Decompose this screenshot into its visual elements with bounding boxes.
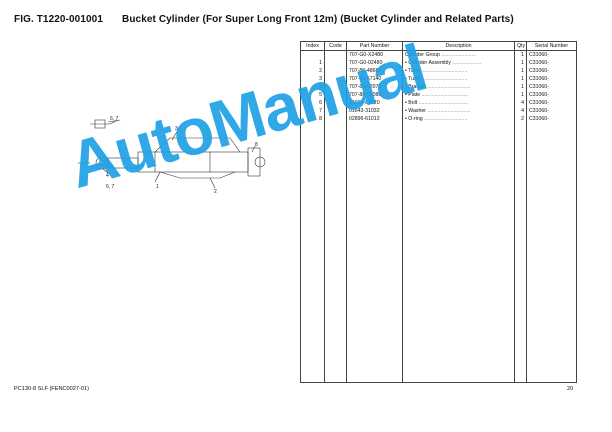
cell-serial: C31060- xyxy=(526,50,577,59)
cell-serial: C31060- xyxy=(526,59,577,67)
table-row: 2 707-86-48680 • Tube ..................… xyxy=(300,67,577,75)
table-row: 3 707-86-57140 • Tube ..................… xyxy=(300,75,577,83)
parts-diagram: 6, 7 3 8 5 4 6, 7 1 2 xyxy=(78,116,266,195)
footer-model: PC130-8 SLF (FENC0027-01) xyxy=(14,386,89,392)
cell-qty: 1 xyxy=(514,59,527,67)
cell-qty: 4 xyxy=(514,99,527,107)
leader-dots: .............................. xyxy=(427,84,471,90)
table-row: 6 01010-81020 • Bolt ...................… xyxy=(300,99,577,107)
table-header-row: Index Code Part Number Description Qty S… xyxy=(300,41,577,51)
callout-1: 1 xyxy=(156,184,159,190)
table-row: 1 707-G0-02480 • Cylinder Assembly .....… xyxy=(300,59,577,67)
cell-serial: C31060- xyxy=(526,83,577,91)
page-title: FIG. T1220-001001 Bucket Cylinder (For Su… xyxy=(14,14,514,25)
table-filler-row xyxy=(300,123,577,383)
cell-qty: 1 xyxy=(514,83,527,91)
callout-8: 8 xyxy=(255,142,258,148)
cell-qty: 1 xyxy=(514,67,527,75)
description-text: • Tube xyxy=(405,76,420,82)
leader-dots: ................................ xyxy=(421,92,468,98)
table-row: 8 02896-61012 • O-ring .................… xyxy=(300,115,577,123)
page-number: 20 xyxy=(567,386,574,392)
tube-lower xyxy=(159,171,236,179)
callout-5: 5 xyxy=(110,164,113,170)
leader-dots: .............................. xyxy=(424,116,468,122)
leader-dots: ........................ xyxy=(441,52,476,58)
leader-dots: .............................. xyxy=(427,108,471,114)
cell-description: • Washer .............................. xyxy=(402,107,515,115)
description-text: • Bracket xyxy=(405,84,426,90)
cell-serial: C31060- xyxy=(526,75,577,83)
cell-description: • O-ring .............................. xyxy=(402,115,515,123)
leader-dots: .................... xyxy=(452,60,482,66)
callout-6-7-top: 6, 7 xyxy=(110,116,119,122)
parts-table: Index Code Part Number Description Qty S… xyxy=(300,41,577,383)
callout-4: 4 xyxy=(106,173,109,179)
col-header-index: Index xyxy=(300,41,325,51)
table-row: 5 707-88-02080 • Plate .................… xyxy=(300,91,577,99)
figure-title: Bucket Cylinder (For Super Long Front 12… xyxy=(122,14,514,25)
col-header-serial-number: Serial Number xyxy=(526,41,577,51)
description-text: • Plate xyxy=(405,92,421,98)
leader-dots: ................................ xyxy=(421,68,468,74)
cell-qty: 1 xyxy=(514,50,527,59)
cell-serial: C31060- xyxy=(526,91,577,99)
tube-upper xyxy=(154,137,241,153)
cell-serial: C31060- xyxy=(526,67,577,75)
figure-number: FIG. T1220-001001 xyxy=(14,14,103,25)
table-row: 7 01643-31032 • Washer .................… xyxy=(300,107,577,115)
cell-serial: C31060- xyxy=(526,115,577,123)
description-text: • O-ring xyxy=(405,116,423,122)
cell-qty: 2 xyxy=(514,115,527,123)
cell-qty: 1 xyxy=(514,91,527,99)
table-row: 4 707-88-02070 • Bracket ...............… xyxy=(300,83,577,91)
callout-2: 2 xyxy=(214,189,217,195)
callout-6-7-bottom: 6, 7 xyxy=(106,184,115,190)
col-header-qty: Qty xyxy=(514,41,527,51)
description-text: • Bolt xyxy=(405,100,418,106)
table-row: 707-G0-X2480 Cylinder Group ............… xyxy=(300,50,577,59)
description-text: Cylinder Group xyxy=(405,52,440,58)
cell-serial: C31060- xyxy=(526,99,577,107)
callout-3: 3 xyxy=(175,126,178,132)
cell-serial: C31060- xyxy=(526,107,577,115)
description-text: • Tube xyxy=(405,68,420,74)
description-text: • Washer xyxy=(405,108,426,114)
leader-dots: .................................. xyxy=(418,100,468,106)
description-text: • Cylinder Assembly xyxy=(405,60,451,66)
leader-dots: ................................ xyxy=(421,76,468,82)
cell-qty: 1 xyxy=(514,75,527,83)
cell-qty: 4 xyxy=(514,107,527,115)
